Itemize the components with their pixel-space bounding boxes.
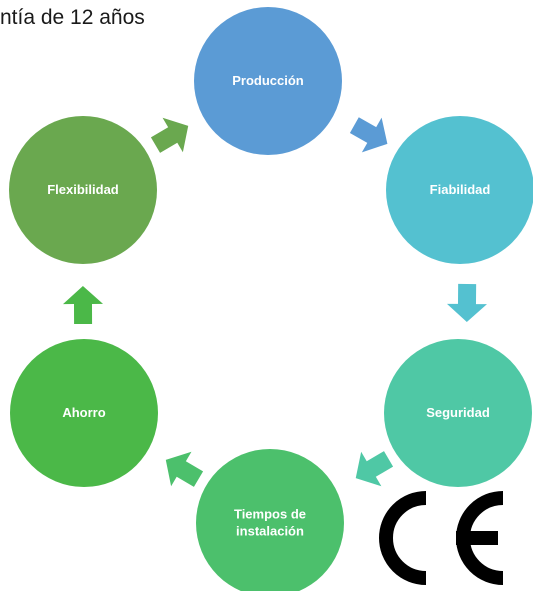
ce-mark-logo [379,491,504,585]
cycle-node-circle [386,116,533,264]
arrow-shape [62,286,103,325]
cycle-node-circle [196,449,344,591]
arrow-shape [349,117,388,153]
cycle-node-label: Flexibilidad [47,182,119,197]
cycle-node-tiempos-de-instalacion: Tiempos de instalación [196,449,344,591]
arrow-shape [446,283,487,322]
cycle-node-circle [384,339,532,487]
cycle-arrow-fiabilidad-to-seguridad [446,283,487,322]
cycle-arrow-ahorro-to-flexibilidad [62,286,103,325]
cycle-node-label: Producción [232,73,304,88]
cycle-arrow-flexibilidad-to-produccion [150,117,189,153]
cycle-node-circle [10,339,158,487]
cycle-node-label: Seguridad [426,405,490,420]
cycle-node-ahorro: Ahorro [10,339,158,487]
cycle-node-seguridad: Seguridad [384,339,532,487]
cycle-node-label: Tiempos de [234,507,306,522]
arrow-shape [165,451,204,487]
cycle-node-label: instalación [236,524,304,539]
cycle-node-label: Fiabilidad [430,182,491,197]
cycle-node-flexibilidad: Flexibilidad [9,116,157,264]
cycle-node-circle [9,116,157,264]
cycle-arrow-produccion-to-fiabilidad [349,117,388,153]
cycle-node-produccion: Producción [194,7,342,155]
cycle-arrow-tiempos-de-instalacion-to-ahorro [165,451,204,487]
arrow-shape [355,451,394,487]
arrow-shape [150,117,189,153]
cycle-node-fiabilidad: Fiabilidad [386,116,533,264]
page-heading: ntía de 12 años [0,6,145,29]
cycle-node-circle [194,7,342,155]
cycle-arrow-seguridad-to-tiempos-de-instalacion [355,451,394,487]
cycle-node-label: Ahorro [62,405,105,420]
